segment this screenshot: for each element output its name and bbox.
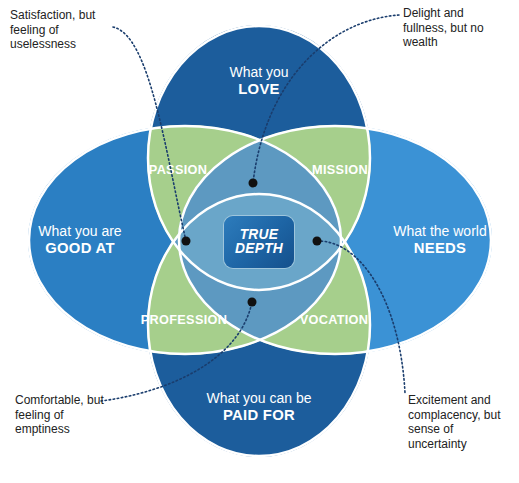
leader-line [113, 27, 186, 241]
circle-label: What you can be PAID FOR [198, 390, 320, 425]
text-part: What the world [393, 223, 486, 239]
overlap-region: MISSION [290, 160, 390, 180]
region-label: MISSION [290, 162, 390, 177]
callout-text: Delight and fullness, but no wealth [403, 6, 493, 50]
circle-label: What you LOVE [204, 64, 314, 99]
center-badge: TRUE DEPTH [224, 216, 294, 268]
leader-line [253, 15, 399, 183]
circle-outline [148, 26, 370, 290]
callout-text: Satisfaction, but feeling of uselessness [10, 8, 102, 52]
text-part: PROFESSION [134, 312, 234, 327]
leader-line [101, 302, 252, 401]
region-label: PROFESSION [134, 312, 234, 327]
leader-dot [249, 179, 258, 188]
text-part: PAID FOR [198, 406, 320, 424]
circle-outline [29, 126, 341, 354]
text-part: TRUE DEPTH [228, 228, 290, 257]
text-part: VOCATION [284, 312, 384, 327]
region-label: VOCATION [284, 312, 384, 327]
overlap-region: VOCATION [284, 310, 384, 330]
callout-text: Excitement and complacency, but sense of… [408, 393, 508, 452]
text-part: LOVE [204, 80, 314, 98]
text-part: PASSION [128, 162, 228, 177]
text-part: What you can be [206, 390, 311, 406]
leader-line [317, 241, 405, 393]
overlap-region: PASSION [128, 160, 228, 180]
circle-label: What you are GOOD AT [30, 223, 130, 258]
text-part: What you are [38, 223, 121, 239]
leader-dot [313, 237, 322, 246]
overlap-region: PROFESSION [134, 310, 234, 330]
region-label: PASSION [128, 162, 228, 177]
text-part: GOOD AT [30, 239, 130, 257]
center-label: TRUE DEPTH [228, 228, 290, 257]
text-part: What you [229, 64, 288, 80]
leader-dot [182, 237, 191, 246]
callout-text: Comfortable, but feeling of emptiness [15, 393, 107, 437]
circle-label: What the world NEEDS [384, 223, 496, 258]
leader-dot [248, 298, 257, 307]
text-part: MISSION [290, 162, 390, 177]
text-part: NEEDS [384, 239, 496, 257]
